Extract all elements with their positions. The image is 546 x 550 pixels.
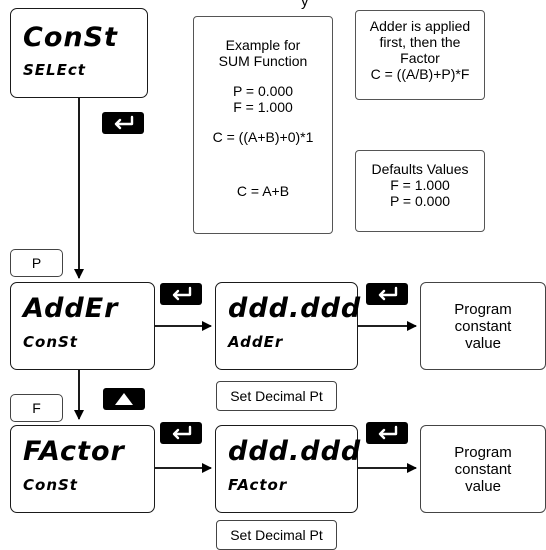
enter-key-icon[interactable] — [102, 112, 144, 134]
display-line2: ConSt — [23, 476, 78, 494]
display-line2: ConSt — [23, 333, 78, 351]
enter-key-icon[interactable] — [160, 422, 202, 444]
program-line: constant — [454, 317, 512, 335]
example-line: SUM Function — [218, 53, 308, 69]
example-line: C = ((A+B)+0)*1 — [212, 129, 314, 145]
note-line: Factor — [400, 50, 440, 66]
note-line: F = 1.000 — [390, 177, 450, 193]
set-decimal-pt-box: Set Decimal Pt — [216, 381, 337, 411]
display-line1: ddd.ddd — [228, 436, 362, 467]
note-line: Defaults Values — [371, 161, 469, 177]
const-select-display: ConSt SELEct — [10, 8, 148, 98]
defaults-note-box: Defaults Values F = 1.000 P = 0.000 — [355, 150, 485, 232]
display-line1: AddEr — [23, 293, 119, 324]
program-constant-box: Program constant value — [420, 282, 546, 370]
note-line: Adder is applied — [369, 18, 471, 34]
program-line: value — [465, 334, 501, 352]
display-line2: SELEct — [23, 61, 86, 79]
factor-value-display: ddd.ddd FActor — [215, 425, 362, 513]
example-line: F = 1.000 — [233, 99, 293, 115]
display-line1: ddd.ddd — [228, 293, 362, 324]
display-line2: FActor — [228, 476, 288, 494]
p-key[interactable]: P — [10, 249, 63, 277]
example-line: P = 0.000 — [232, 83, 294, 99]
program-line: Program — [454, 300, 512, 318]
note-line: first, then the — [379, 34, 461, 50]
program-line: value — [465, 477, 501, 495]
program-constant-box: Program constant value — [420, 425, 546, 513]
display-line1: FActor — [23, 436, 125, 467]
up-arrow-key-icon[interactable] — [103, 388, 145, 410]
enter-key-icon[interactable] — [160, 283, 202, 305]
example-line: Example for — [225, 37, 301, 53]
set-decimal-pt-box: Set Decimal Pt — [216, 520, 337, 550]
adder-value-display: ddd.ddd AddEr — [215, 282, 362, 370]
note-line: C = ((A/B)+P)*F — [370, 66, 470, 82]
display-line2: AddEr — [228, 333, 284, 351]
header-fragment: y — [301, 0, 309, 10]
note-line: P = 0.000 — [389, 193, 451, 209]
adder-const-display: AddEr ConSt — [10, 282, 155, 370]
program-line: constant — [454, 460, 512, 478]
enter-key-icon[interactable] — [366, 422, 408, 444]
enter-key-icon[interactable] — [366, 283, 408, 305]
example-sum-box: Example for SUM Function P = 0.000 F = 1… — [193, 16, 333, 234]
adder-note-box: Adder is applied first, then the Factor … — [355, 10, 485, 100]
program-line: Program — [454, 443, 512, 461]
example-line: C = A+B — [236, 183, 290, 199]
display-line1: ConSt — [23, 22, 118, 53]
factor-const-display: FActor ConSt — [10, 425, 155, 513]
f-key[interactable]: F — [10, 394, 63, 422]
